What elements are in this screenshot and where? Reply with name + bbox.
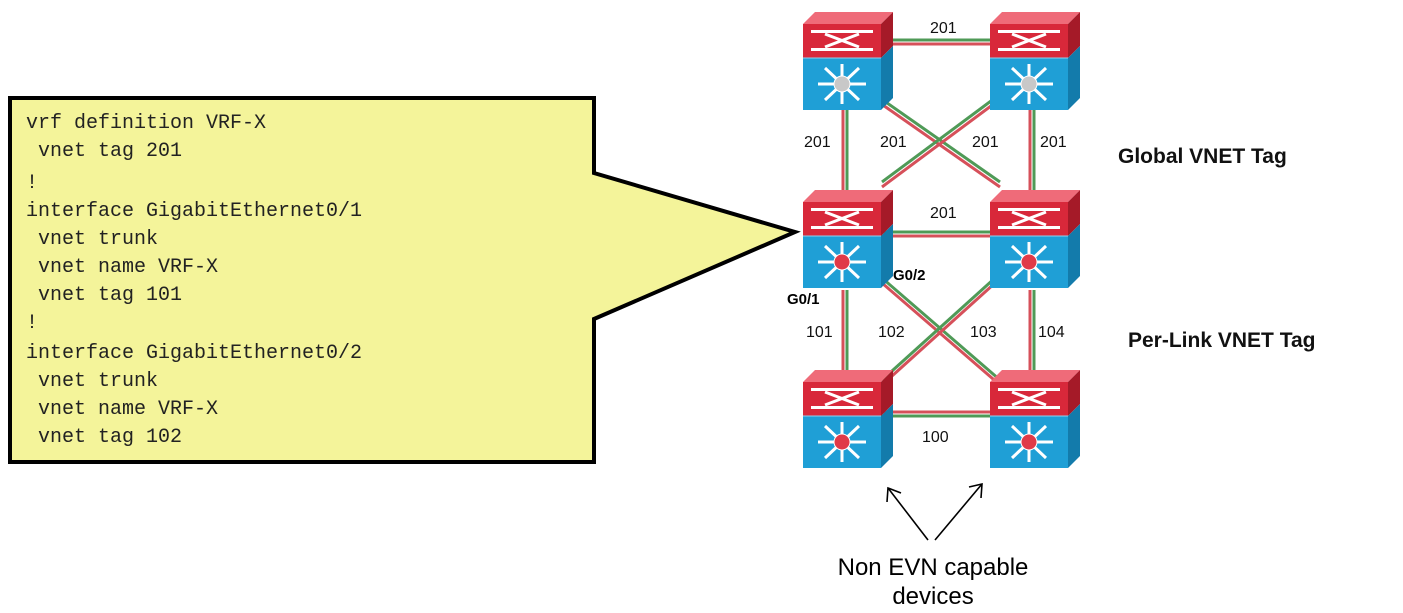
link-access-right	[1028, 290, 1036, 370]
link-access-left	[841, 290, 849, 370]
link-label-access-bottom: 100	[922, 429, 949, 446]
config-line: vnet trunk	[26, 370, 158, 393]
link-label-access-right: 104	[1038, 324, 1065, 341]
config-line: vnet name VRF-X	[26, 256, 218, 279]
link-label-access-cross-right: 103	[970, 324, 997, 341]
port-label-g02: G0/2	[893, 267, 926, 284]
config-line: vnet tag 101	[26, 284, 182, 307]
link-core-left	[841, 110, 849, 190]
access-switch-right	[988, 368, 1082, 470]
config-line: vrf definition VRF-X	[26, 112, 266, 135]
core-switch-left	[801, 10, 895, 112]
arrow-to-right-device	[934, 482, 983, 541]
link-label-cross-right: 201	[972, 134, 999, 151]
caption-line-2: devices	[892, 583, 973, 610]
link-core-cross-b	[881, 96, 996, 189]
link-label-core-left: 201	[804, 134, 831, 151]
config-line: interface GigabitEthernet0/1	[26, 200, 362, 223]
link-label-core-right: 201	[1040, 134, 1067, 151]
link-label-access-cross-left: 102	[878, 324, 905, 341]
links	[841, 38, 1036, 418]
link-dist-middle	[880, 230, 995, 238]
link-label-access-left: 101	[806, 324, 833, 341]
dist-switch-left	[801, 188, 895, 290]
access-switch-left	[801, 368, 895, 470]
config-line: vnet trunk	[26, 228, 158, 251]
arrow-to-left-device	[886, 486, 929, 541]
config-line: !	[26, 172, 38, 195]
link-label-dist-middle: 201	[930, 205, 957, 222]
link-access-bottom	[880, 410, 995, 418]
config-line: !	[26, 312, 38, 335]
config-line: interface GigabitEthernet0/2	[26, 342, 362, 365]
link-access-cross-a	[881, 276, 1001, 387]
config-line: vnet name VRF-X	[26, 398, 218, 421]
config-callout	[8, 96, 801, 464]
link-access-cross-b	[880, 276, 997, 387]
per-link-vnet-tag-label: Per-Link VNET Tag	[1128, 329, 1315, 352]
link-label-core-top: 201	[930, 20, 957, 37]
link-core-right	[1028, 110, 1036, 190]
caption-line-1: Non EVN capable	[838, 554, 1029, 581]
core-switch-right	[988, 10, 1082, 112]
config-text: vrf definition VRF-X vnet tag 201 ! inte…	[26, 112, 362, 449]
config-line: vnet tag 102	[26, 426, 182, 449]
port-label-g01: G0/1	[787, 291, 820, 308]
dist-switch-right	[988, 188, 1082, 290]
link-label-cross-left: 201	[880, 134, 907, 151]
config-line: vnet tag 201	[26, 140, 182, 163]
link-core-top	[880, 38, 995, 46]
global-vnet-tag-label: Global VNET Tag	[1118, 145, 1287, 168]
